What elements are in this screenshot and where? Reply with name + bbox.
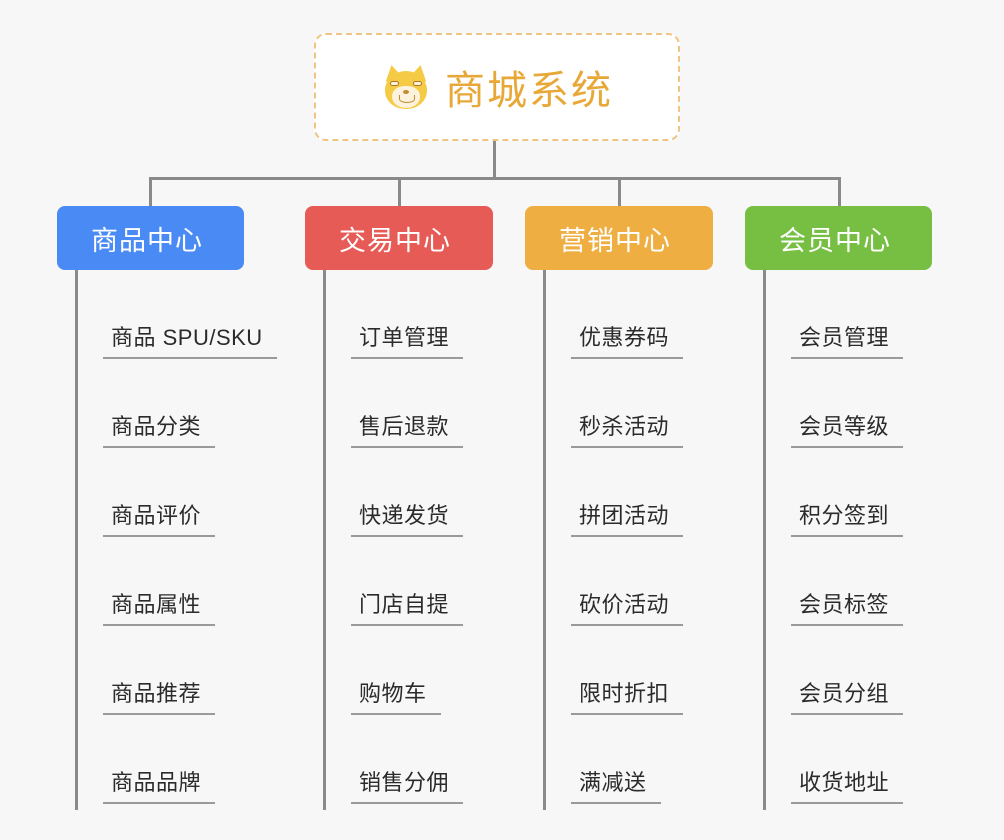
leaf-list: 商品 SPU/SKU 商品分类商品评价商品属性商品推荐商品品牌 — [75, 270, 277, 804]
leaf-item[interactable]: 秒杀活动 — [543, 359, 684, 448]
root-node[interactable]: 商城系统 — [314, 33, 680, 141]
leaf-item-label: 商品分类 — [103, 409, 216, 448]
dog-face-icon — [381, 62, 431, 112]
branch-header-label: 交易中心 — [339, 225, 451, 256]
leaf-item[interactable]: 收货地址 — [763, 715, 904, 804]
leaf-item[interactable]: 会员管理 — [763, 270, 904, 359]
connector-root-stem — [493, 141, 496, 179]
branch-header-1[interactable]: 商品中心 — [57, 206, 244, 270]
leaf-item-label: 限时折扣 — [571, 676, 684, 715]
branch-column: 营销中心优惠券码秒杀活动拼团活动砍价活动限时折扣满减送 — [525, 206, 713, 810]
connector-drop-2 — [398, 177, 401, 207]
leaf-item-label: 拼团活动 — [571, 498, 684, 537]
branch-column: 商品中心商品 SPU/SKU 商品分类商品评价商品属性商品推荐商品品牌 — [57, 206, 277, 810]
leaf-item-label: 商品评价 — [103, 498, 216, 537]
leaf-item-label: 门店自提 — [351, 587, 464, 626]
leaf-item-label: 秒杀活动 — [571, 409, 684, 448]
branch-header-4[interactable]: 会员中心 — [745, 206, 932, 270]
leaf-item-label: 砍价活动 — [571, 587, 684, 626]
leaf-item[interactable]: 订单管理 — [323, 270, 464, 359]
leaf-item-label: 快递发货 — [351, 498, 464, 537]
leaf-item[interactable]: 门店自提 — [323, 537, 464, 626]
leaf-item[interactable]: 会员分组 — [763, 626, 904, 715]
leaf-item-label: 优惠券码 — [571, 320, 684, 359]
leaf-item-label: 会员管理 — [791, 320, 904, 359]
leaf-item[interactable]: 积分签到 — [763, 448, 904, 537]
leaf-item[interactable]: 商品评价 — [75, 448, 277, 537]
leaf-item-label: 收货地址 — [791, 765, 904, 804]
connector-drop-1 — [149, 177, 152, 207]
branch-column: 交易中心订单管理售后退款快递发货门店自提购物车销售分佣 — [305, 206, 493, 810]
root-title: 商城系统 — [445, 69, 613, 113]
leaf-item-label: 订单管理 — [351, 320, 464, 359]
leaf-item[interactable]: 购物车 — [323, 626, 463, 715]
leaf-item[interactable]: 快递发货 — [323, 448, 464, 537]
branch-spine — [543, 270, 546, 810]
leaf-item[interactable]: 限时折扣 — [543, 626, 684, 715]
leaf-item[interactable]: 商品品牌 — [75, 715, 277, 804]
leaf-item[interactable]: 商品推荐 — [75, 626, 277, 715]
leaf-item-label: 销售分佣 — [351, 765, 464, 804]
leaf-item[interactable]: 砍价活动 — [543, 537, 684, 626]
leaf-item-label: 会员等级 — [791, 409, 904, 448]
leaf-item[interactable]: 商品属性 — [75, 537, 277, 626]
leaf-item-label: 积分签到 — [791, 498, 904, 537]
leaf-item[interactable]: 会员等级 — [763, 359, 904, 448]
branch-header-label: 营销中心 — [559, 225, 671, 256]
branch-header-3[interactable]: 营销中心 — [525, 206, 713, 270]
leaf-item-label: 商品 SPU/SKU — [103, 320, 277, 359]
branch-header-2[interactable]: 交易中心 — [305, 206, 493, 270]
leaf-item[interactable]: 售后退款 — [323, 359, 464, 448]
leaf-item[interactable]: 会员标签 — [763, 537, 904, 626]
leaf-item[interactable]: 销售分佣 — [323, 715, 464, 804]
leaf-item-label: 售后退款 — [351, 409, 464, 448]
leaf-item-label: 商品推荐 — [103, 676, 216, 715]
leaf-item[interactable]: 优惠券码 — [543, 270, 684, 359]
leaf-item[interactable]: 拼团活动 — [543, 448, 684, 537]
connector-drop-3 — [618, 177, 621, 207]
leaf-item-label: 满减送 — [571, 765, 661, 804]
leaf-list: 会员管理会员等级积分签到会员标签会员分组收货地址 — [763, 270, 904, 804]
branch-spine — [323, 270, 326, 810]
leaf-item-label: 购物车 — [351, 676, 441, 715]
leaf-item-label: 会员分组 — [791, 676, 904, 715]
leaf-item-label: 商品品牌 — [103, 765, 216, 804]
connector-drop-4 — [838, 177, 841, 207]
leaf-list: 优惠券码秒杀活动拼团活动砍价活动限时折扣满减送 — [543, 270, 684, 804]
connector-horizontal-bus — [149, 177, 840, 180]
branch-spine — [75, 270, 78, 810]
leaf-item-label: 会员标签 — [791, 587, 904, 626]
leaf-list: 订单管理售后退款快递发货门店自提购物车销售分佣 — [323, 270, 464, 804]
branch-header-label: 会员中心 — [779, 225, 891, 256]
leaf-item[interactable]: 商品 SPU/SKU — [75, 270, 277, 359]
branch-column: 会员中心会员管理会员等级积分签到会员标签会员分组收货地址 — [745, 206, 932, 810]
branch-header-label: 商品中心 — [91, 225, 203, 256]
leaf-item[interactable]: 商品分类 — [75, 359, 277, 448]
branch-spine — [763, 270, 766, 810]
leaf-item[interactable]: 满减送 — [543, 715, 683, 804]
leaf-item-label: 商品属性 — [103, 587, 216, 626]
